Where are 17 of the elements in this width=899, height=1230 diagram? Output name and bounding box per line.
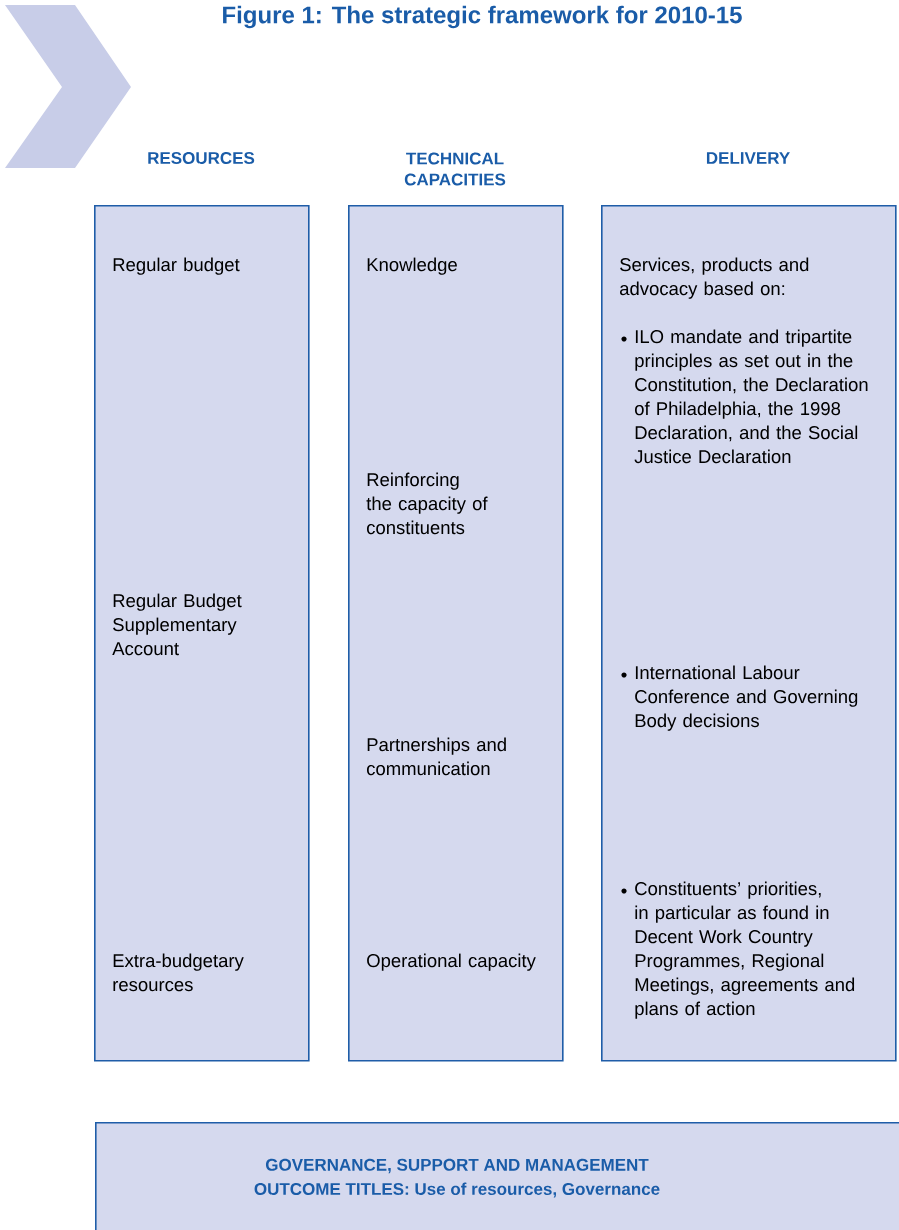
item-text: Regular budget xyxy=(113,257,240,275)
item-text: Partnerships and communication xyxy=(367,737,506,776)
item-text: International Labour Conference and Governing Body decisions xyxy=(635,665,858,731)
band-heading: OUTCOME TITLES: Use of resources, Governance xyxy=(254,1182,660,1198)
item-text: Reinforcing the capacity of constituents xyxy=(366,472,488,535)
item-text: ILO mandate and tripartite principles as set out in the Constitution, the Declaration of Philadelphia, the 1998 Declaration, and the Social Justice Declaration xyxy=(634,329,868,464)
band-heading: GOVERNANCE, SUPPORT AND MANAGEMENT xyxy=(265,1158,649,1174)
title: Figure 1: The strategic framework for 2010-15 xyxy=(223,5,742,29)
column-heading: TECHNICAL CAPACITIES xyxy=(404,152,506,186)
item-text: Constituents’ priorities, in particular as found in Decent Work Country Programmes, Regional Meetings, agreements and plans of action xyxy=(635,881,855,1019)
column-heading: DELIVERY xyxy=(706,152,790,164)
item-text: Regular Budget Supplementary Account xyxy=(112,593,242,656)
item-text: Extra-budgetary resources xyxy=(113,953,244,992)
item-text: Services, products and advocacy based on: xyxy=(620,257,809,299)
item-text: Knowledge xyxy=(367,257,457,275)
item-text: Operational capacity xyxy=(367,953,536,971)
column-heading: RESOURCES xyxy=(148,152,255,164)
